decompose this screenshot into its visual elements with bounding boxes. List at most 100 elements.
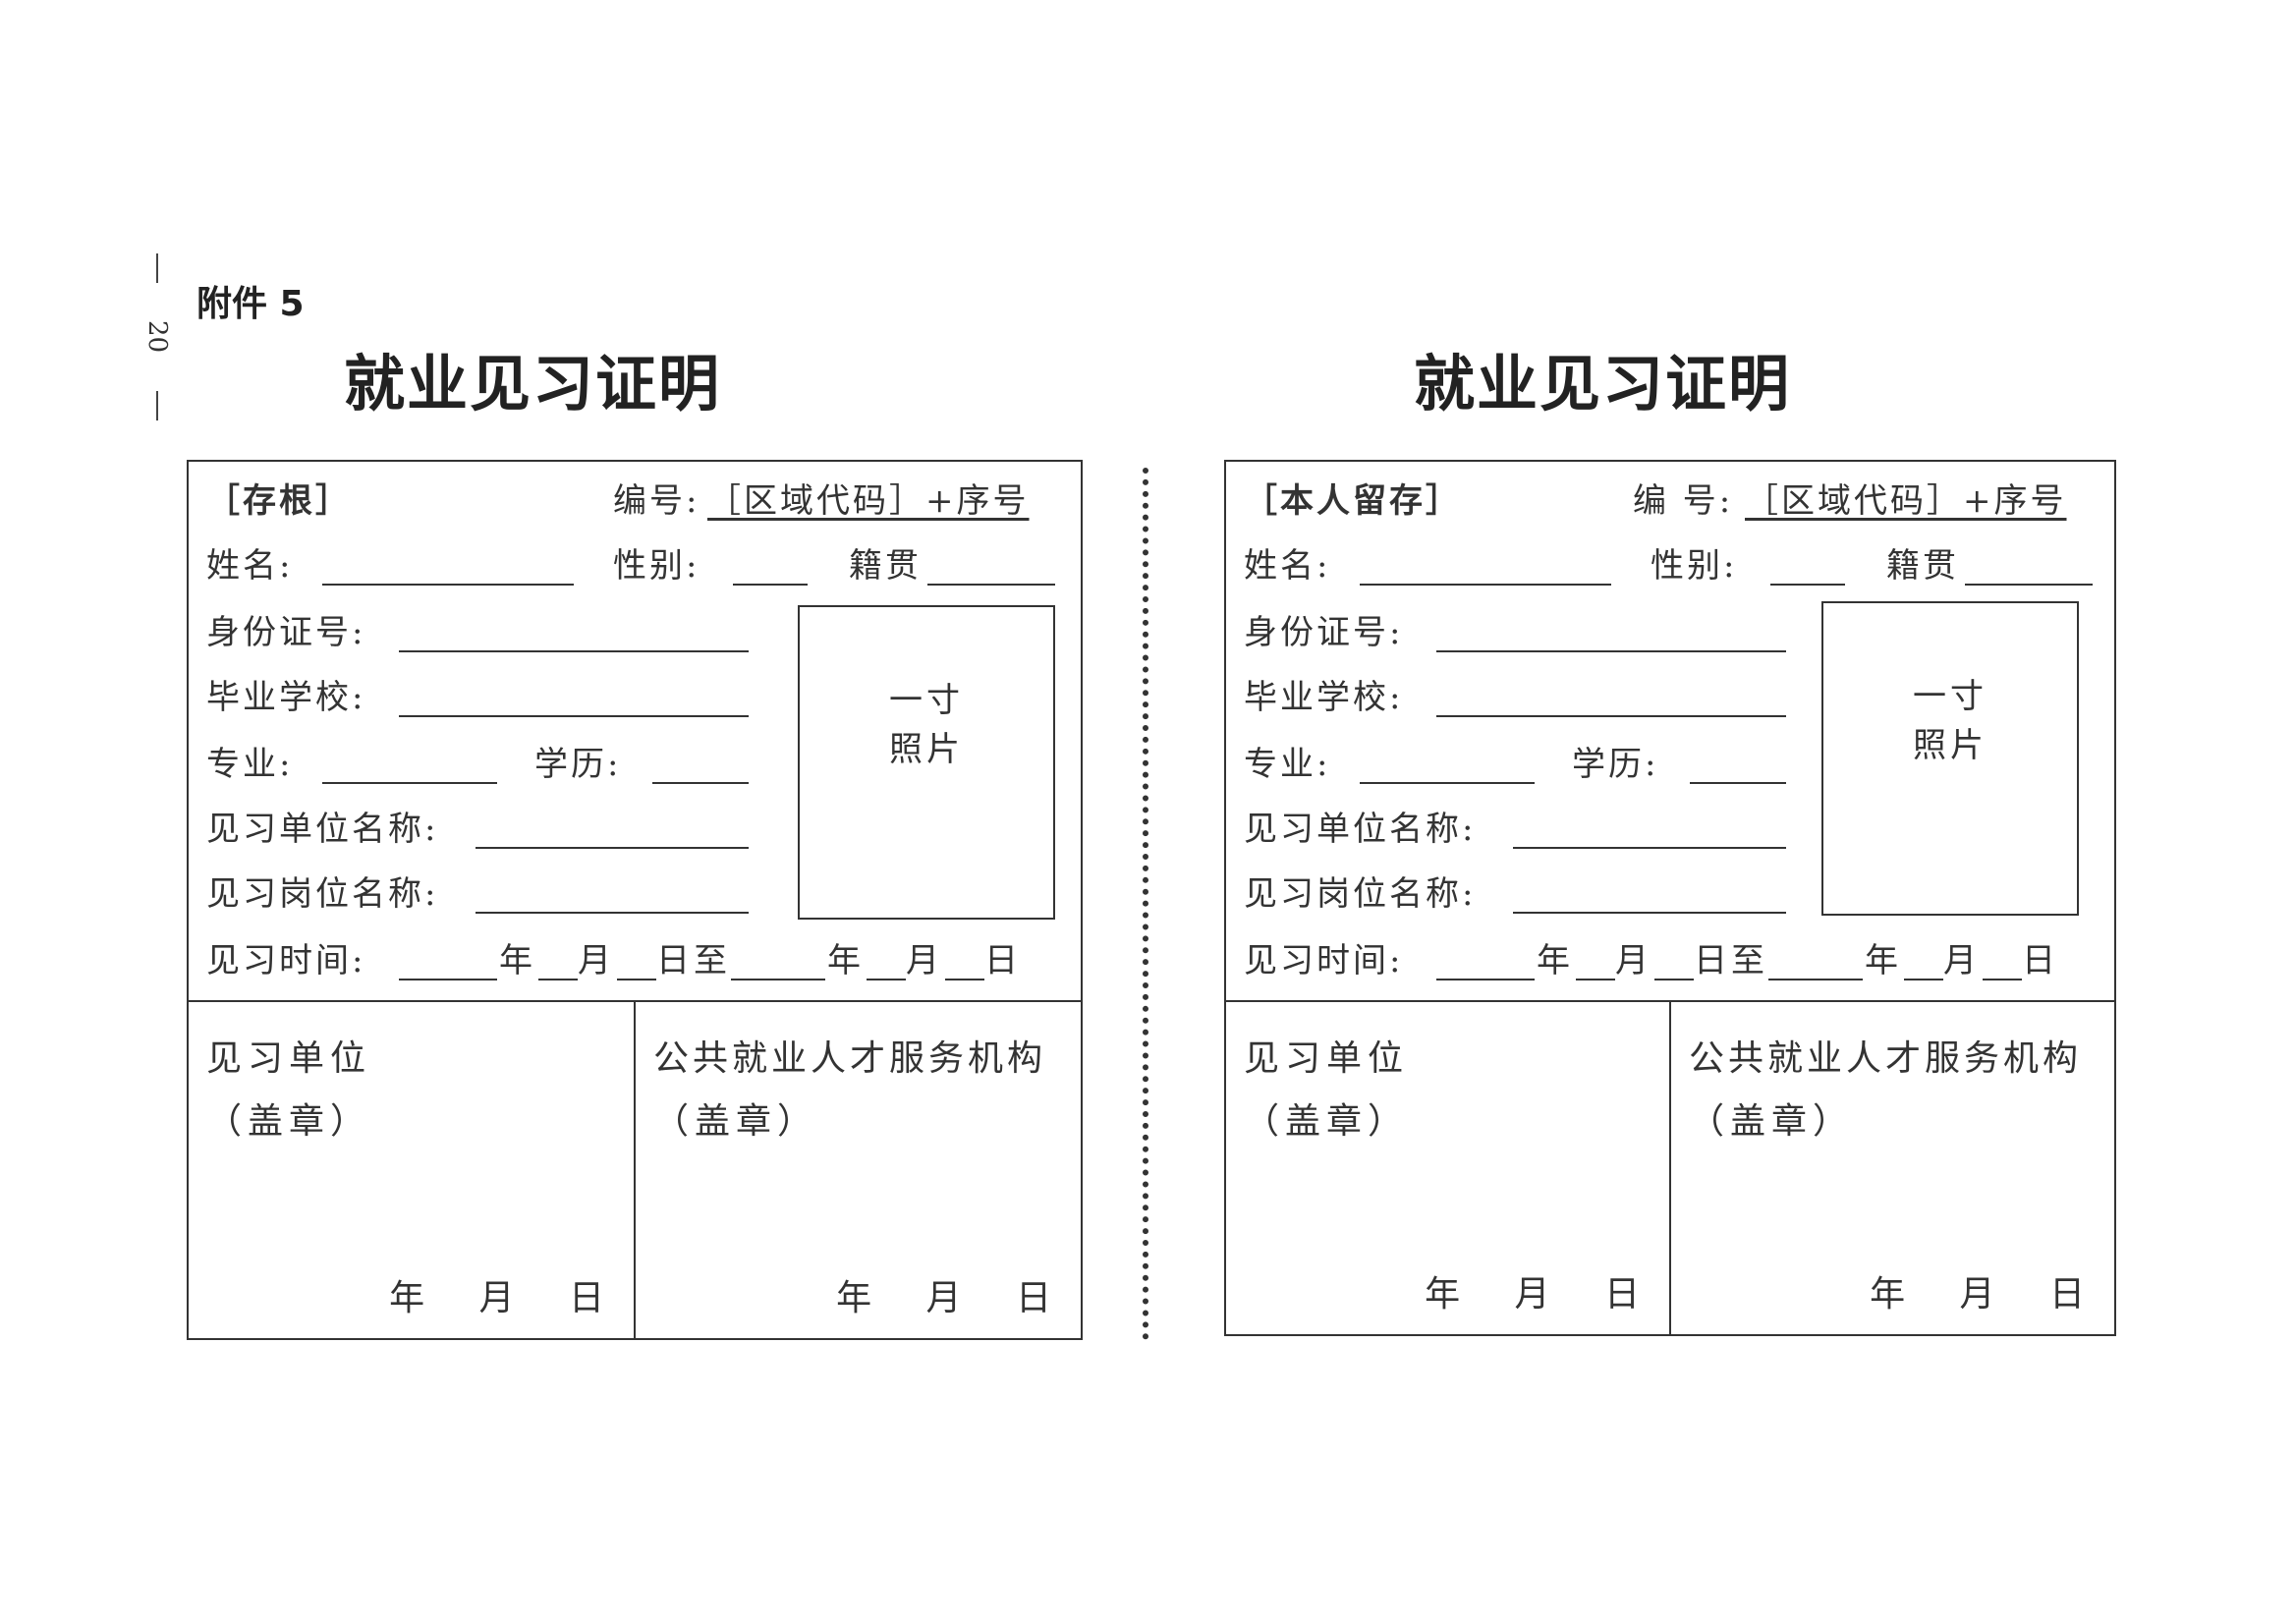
id-number-label: 身份证号: — [1244, 613, 1404, 652]
internship-post-field[interactable] — [476, 912, 749, 914]
number-label: 编 号: — [1633, 481, 1734, 521]
internship-post-label: 见习岗位名称: — [1244, 874, 1477, 914]
number-value: ［区域代码］+序号 — [1745, 481, 2067, 521]
education-field[interactable] — [1690, 782, 1786, 784]
id-number-field[interactable] — [399, 650, 749, 652]
period-to: 至 — [1731, 941, 1767, 980]
employment-service-stamp-date: 年 月 日 — [836, 1278, 1051, 1318]
major-field[interactable] — [1360, 782, 1535, 784]
start-day-field[interactable] — [617, 979, 656, 980]
id-number-field[interactable] — [1436, 650, 1786, 652]
form-stamp-section: 见习单位 （盖章） 年 月 日 公共就业人才服务机构 （盖章） 年 月 日 — [1226, 1000, 2114, 1334]
name-field[interactable] — [322, 584, 574, 586]
start-day-unit: 日 — [656, 941, 693, 980]
internship-unit-stamp-cell: 见习单位 （盖章） 年 月 日 — [189, 1002, 634, 1338]
form-info-section: ［存根］ 编号: ［区域代码］+序号 姓名: 性别: 籍贯 身份证号: 毕业学校… — [189, 462, 1081, 1000]
certificate-title-left: 就业见习证明 — [343, 348, 721, 420]
employment-service-stamp-cell: 公共就业人才服务机构 （盖章） 年 月 日 — [1669, 1002, 2114, 1334]
internship-unit-stamp-title: 见习单位 — [1244, 1038, 1410, 1079]
education-field[interactable] — [652, 782, 749, 784]
internship-unit-stamp-date: 年 月 日 — [389, 1278, 604, 1318]
school-field[interactable] — [1436, 715, 1786, 717]
gender-label: 性别: — [613, 546, 700, 586]
origin-label: 籍贯 — [849, 546, 922, 586]
employment-service-stamp-date: 年 月 日 — [1870, 1274, 2085, 1315]
origin-field[interactable] — [1965, 584, 2093, 586]
start-year-unit: 年 — [499, 941, 535, 980]
start-day-field[interactable] — [1654, 979, 1694, 980]
start-year-field[interactable] — [1436, 979, 1535, 980]
internship-post-field[interactable] — [1513, 912, 1786, 914]
start-month-field[interactable] — [538, 979, 578, 980]
end-month-field[interactable] — [1904, 979, 1943, 980]
form-tag: ［存根］ — [206, 481, 352, 521]
internship-unit-field[interactable] — [1513, 847, 1786, 849]
school-label: 毕业学校: — [1244, 678, 1404, 717]
school-field[interactable] — [399, 715, 749, 717]
major-label: 专业: — [1244, 745, 1331, 784]
start-year-unit: 年 — [1537, 941, 1573, 980]
photo-label-line1: 一寸 — [889, 681, 964, 720]
internship-unit-stamp-cell: 见习单位 （盖章） 年 月 日 — [1226, 1002, 1669, 1334]
form-tag: ［本人留存］ — [1244, 481, 1462, 521]
internship-unit-stamp-note: （盖章） — [206, 1101, 372, 1142]
internship-unit-stamp-date: 年 月 日 — [1425, 1274, 1640, 1315]
internship-unit-field[interactable] — [476, 847, 749, 849]
start-month-unit: 月 — [1615, 941, 1651, 980]
start-month-field[interactable] — [1576, 979, 1615, 980]
employment-service-stamp-note: （盖章） — [653, 1101, 819, 1142]
end-day-field[interactable] — [1983, 979, 2022, 980]
gender-field[interactable] — [1770, 584, 1845, 586]
photo-box: 一寸 照片 — [798, 605, 1055, 920]
end-month-unit: 月 — [1943, 941, 1980, 980]
internship-unit-label: 见习单位名称: — [1244, 810, 1477, 849]
tear-off-dotted-line — [1143, 468, 1148, 1340]
attachment-label: 附件 5 — [196, 284, 305, 324]
form-info-section: ［本人留存］ 编 号: ［区域代码］+序号 姓名: 性别: 籍贯 身份证号: 毕… — [1226, 462, 2114, 1000]
major-label: 专业: — [206, 745, 294, 784]
end-month-field[interactable] — [867, 979, 906, 980]
major-field[interactable] — [322, 782, 497, 784]
internship-post-label: 见习岗位名称: — [206, 874, 439, 914]
end-day-unit: 日 — [2022, 941, 2058, 980]
employment-service-stamp-cell: 公共就业人才服务机构 （盖章） 年 月 日 — [634, 1002, 1081, 1338]
photo-box: 一寸 照片 — [1821, 601, 2079, 916]
photo-label-line2: 照片 — [889, 730, 964, 769]
certificate-title-right: 就业见习证明 — [1413, 348, 1791, 420]
form-stamp-section: 见习单位 （盖章） 年 月 日 公共就业人才服务机构 （盖章） 年 月 日 — [189, 1000, 1081, 1338]
page-number-dash-bottom — [156, 391, 158, 420]
start-day-unit: 日 — [1694, 941, 1730, 980]
end-day-unit: 日 — [984, 941, 1021, 980]
employment-service-stamp-title: 公共就业人才服务机构 — [653, 1038, 1047, 1079]
period-label: 见习时间: — [206, 941, 366, 980]
employment-service-stamp-note: （盖章） — [1689, 1101, 1855, 1142]
internship-unit-stamp-title: 见习单位 — [206, 1038, 372, 1079]
education-label: 学历: — [1572, 745, 1659, 784]
school-label: 毕业学校: — [206, 678, 366, 717]
end-month-unit: 月 — [906, 941, 942, 980]
name-field[interactable] — [1360, 584, 1611, 586]
end-year-unit: 年 — [1865, 941, 1901, 980]
end-year-unit: 年 — [827, 941, 864, 980]
name-label: 姓名: — [206, 546, 294, 586]
id-number-label: 身份证号: — [206, 613, 366, 652]
origin-label: 籍贯 — [1886, 546, 1959, 586]
page-number: 20 — [136, 253, 179, 420]
photo-label-line1: 一寸 — [1913, 677, 1987, 716]
end-year-field[interactable] — [1768, 979, 1863, 980]
end-year-field[interactable] — [731, 979, 825, 980]
internship-unit-label: 见习单位名称: — [206, 810, 439, 849]
name-label: 姓名: — [1244, 546, 1331, 586]
start-year-field[interactable] — [399, 979, 497, 980]
gender-field[interactable] — [733, 584, 808, 586]
origin-field[interactable] — [927, 584, 1055, 586]
page-number-text: 20 — [142, 320, 172, 354]
page-number-dash-top — [156, 253, 158, 283]
photo-label-line2: 照片 — [1913, 726, 1987, 765]
employment-service-stamp-title: 公共就业人才服务机构 — [1689, 1038, 2083, 1079]
education-label: 学历: — [534, 745, 622, 784]
certificate-form-stub: ［存根］ 编号: ［区域代码］+序号 姓名: 性别: 籍贯 身份证号: 毕业学校… — [187, 460, 1083, 1340]
end-day-field[interactable] — [945, 979, 984, 980]
number-value: ［区域代码］+序号 — [707, 481, 1030, 521]
internship-unit-stamp-note: （盖章） — [1244, 1101, 1410, 1142]
